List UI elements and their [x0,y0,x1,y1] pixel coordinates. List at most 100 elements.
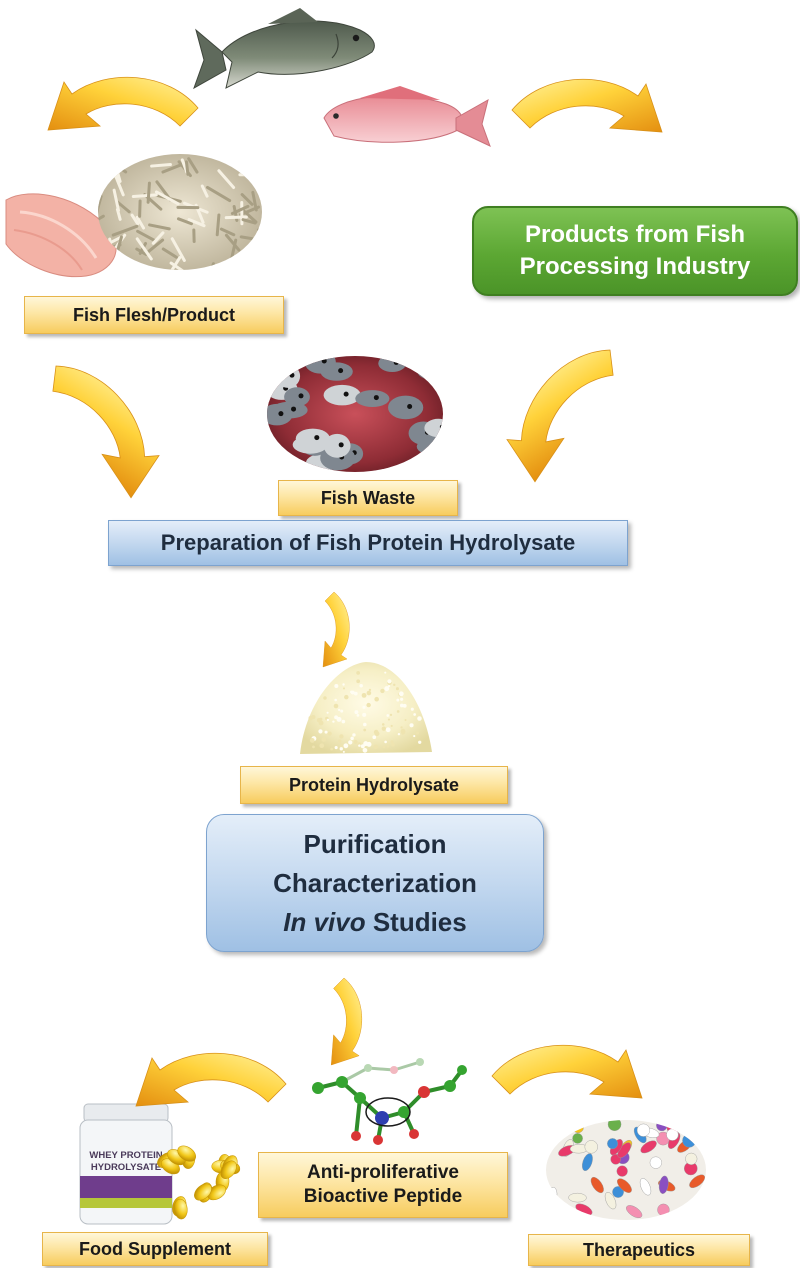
pill [568,1210,581,1220]
dried-fish-strand [148,223,171,231]
fish-flesh-label: Fish Flesh/Product [24,296,284,334]
pill [549,1210,562,1220]
powder-grain [409,723,414,728]
powder-grain [387,685,391,688]
powder-grain [389,713,393,717]
fish-head [267,403,293,426]
pill [568,1192,587,1203]
pill [572,1121,584,1134]
powder-grain [334,684,339,689]
food-supplement-label: Food Supplement [42,1232,268,1266]
dried-fish-strand [224,215,248,220]
pills-icon [546,1120,706,1220]
powder-grain [418,740,422,744]
protein-hydrolysate-label: Protein Hydrolysate [240,766,508,804]
pill [639,1178,652,1196]
fish-head [323,433,351,458]
powder-grain [342,683,345,686]
pill [617,1178,632,1193]
powder-grain [372,735,377,740]
arrow-flesh-to-waste [38,346,173,499]
pill [626,1205,643,1219]
dried-fish-strand [120,154,128,169]
arrow-fish-to-industry [511,78,663,133]
pill [649,1156,662,1169]
powder-grain [327,731,332,736]
powder-grain [390,724,393,728]
powder-grain [359,684,363,688]
powder-grain [387,718,391,721]
dried-fish-strand [187,157,199,174]
powder-grain [309,738,315,743]
pill [584,1140,598,1154]
pill [636,1123,650,1137]
fish-waste-label: Fish Waste [278,480,458,516]
dried-fish-strand [205,185,232,203]
powder-grain [326,718,330,722]
powder-grain [348,740,353,745]
softgel-capsule [207,1184,227,1201]
fish-head [424,418,443,438]
softgel-capsule [194,1183,212,1201]
powder-grain [323,696,327,700]
dried-fish-strand [169,261,187,270]
powder-grain [333,703,339,709]
dried-fish-strand [200,184,209,198]
powder-grain [341,719,346,724]
fish-icon [193,8,375,90]
dried-fish-strand [135,237,153,261]
pill [689,1174,706,1188]
fish-head [378,356,407,373]
powder-grain [336,716,342,722]
pill [683,1123,697,1137]
fish-head [323,384,361,406]
arrow-industry-to-waste [493,330,628,483]
dried-fish-strand [151,231,165,245]
powder-grain [334,698,337,702]
powder-grain [386,745,390,748]
powder-grain [366,690,372,696]
pill [685,1152,698,1165]
pill [607,1120,622,1131]
in-vivo-italic: In vivo [283,906,366,937]
dried-fish-strand [215,213,221,237]
fish-head [416,437,443,456]
supplement-jar-icon: WHEY PROTEIN HYDROLYSATE [79,1103,173,1225]
fish-eye [373,395,379,401]
pill [582,1153,593,1171]
powder-grain [399,703,404,708]
softgel-capsule [177,1145,197,1162]
peptide-line1: Anti-proliferative [306,1162,459,1184]
fish-eye [338,442,344,448]
peptide-line2: Bioactive Peptide [303,1186,463,1207]
dried-fish-strand [184,160,190,176]
powder-grain [386,714,390,717]
powder-grain [324,730,328,734]
powder-grain [334,746,338,750]
pill [604,1192,617,1210]
bioactive-peptide-label: Anti-proliferative Bioactive Peptide [258,1152,508,1218]
powder-icon [300,662,432,754]
dried-fish-strand [239,205,260,217]
powder-grain [382,745,386,749]
softgel-capsule [173,1198,188,1220]
powder-grain [356,671,361,675]
dried-fish-strand [170,237,186,262]
dried-fish-strand [154,190,180,206]
powder-grain [356,679,361,684]
fish-head [355,390,390,408]
arrow-peptide-to-supplement [135,1052,287,1107]
powder-grain [361,692,367,698]
pill [640,1140,657,1154]
powder-grain [415,731,420,735]
dried-fish-strand [115,199,131,214]
powder-grain [400,697,404,701]
fish-eye [338,368,344,374]
pill [607,1138,618,1150]
powder-grain [319,743,325,749]
preparation-box: Preparation of Fish Protein Hydrolysate [108,520,628,566]
powder-grain [350,690,355,695]
fish-eye [314,435,320,441]
fish-head [284,387,310,407]
powder-grain [356,713,360,717]
